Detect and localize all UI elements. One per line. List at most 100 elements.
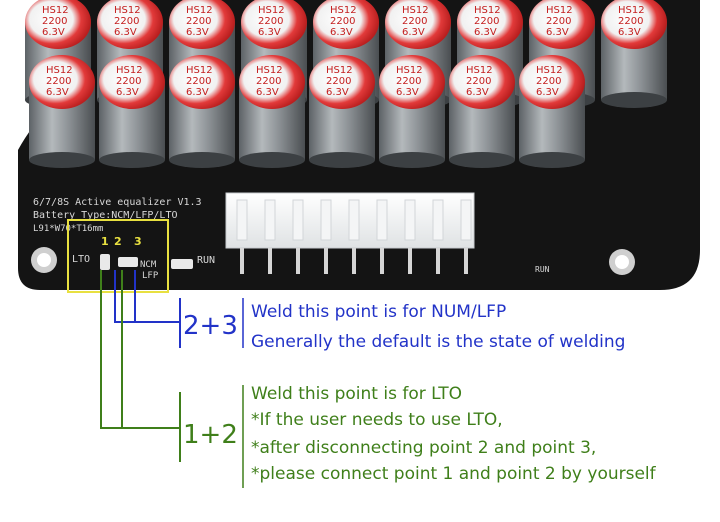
- capacitor-label-line: 6.3V: [258, 27, 281, 38]
- capacitor-label-line: 6.3V: [326, 87, 349, 98]
- capacitor-label-line: 6.3V: [466, 87, 489, 98]
- capacitor-label-line: HS12: [618, 5, 645, 16]
- capacitor-label-line: HS12: [396, 65, 423, 76]
- connector-slot: [348, 199, 360, 241]
- capacitor-label-line: HS12: [474, 5, 501, 16]
- point-number-2: 2: [114, 235, 122, 248]
- capacitor-label-line: 6.3V: [186, 27, 209, 38]
- capacitor-label-line: HS12: [536, 65, 563, 76]
- capacitor-label-line: HS12: [42, 5, 69, 16]
- connector-slot: [460, 199, 472, 241]
- capacitor-label-line: 6.3V: [618, 27, 641, 38]
- tag-2-3: 2+3: [183, 311, 238, 341]
- capacitor-label-line: 2200: [618, 16, 643, 27]
- green-line-2: *If the user needs to use LTO,: [251, 410, 503, 430]
- capacitor-label-line: 2200: [402, 16, 427, 27]
- point-number-1: 1: [101, 235, 109, 248]
- capacitor-label-line: 6.3V: [46, 87, 69, 98]
- capacitor-label-line: HS12: [186, 65, 213, 76]
- capacitor-label-line: 2200: [114, 16, 139, 27]
- connector-pin: [240, 248, 244, 274]
- connector-pin: [408, 248, 412, 274]
- capacitor-label-line: 2200: [326, 76, 351, 87]
- solder-pad-2-3: [118, 257, 138, 267]
- capacitor-row-front: HS1222006.3VHS1222006.3VHS1222006.3VHS12…: [29, 55, 585, 168]
- capacitor-label-line: 2200: [116, 76, 141, 87]
- capacitor-label-line: 2200: [46, 76, 71, 87]
- label-ncm: NCM: [140, 260, 157, 270]
- board-title: 6/7/8S Active equalizer V1.3: [33, 197, 202, 208]
- capacitor-label-line: 6.3V: [402, 27, 425, 38]
- capacitor-label-line: HS12: [258, 5, 285, 16]
- blue-leader-lines: [114, 270, 181, 348]
- capacitor-label-line: 2200: [256, 76, 281, 87]
- board-battery-type: Battery Type:NCM/LFP/LTO: [33, 210, 178, 221]
- connector-slot: [292, 199, 304, 241]
- capacitor-label-line: 2200: [546, 16, 571, 27]
- green-line-1: Weld this point is for LTO: [251, 384, 463, 404]
- green-leader-lines: [100, 270, 181, 462]
- capacitor-label-line: 6.3V: [546, 27, 569, 38]
- label-lto: LTO: [72, 254, 90, 265]
- capacitor-label-line: 2200: [258, 16, 283, 27]
- capacitor-label-line: HS12: [326, 65, 353, 76]
- capacitor-label-line: 6.3V: [42, 27, 65, 38]
- label-run: RUN: [197, 255, 215, 266]
- capacitor-label-line: 6.3V: [396, 87, 419, 98]
- capacitor-label-line: 6.3V: [186, 87, 209, 98]
- capacitor-label-line: 6.3V: [536, 87, 559, 98]
- solder-pad-1: [100, 254, 110, 270]
- capacitor-label-line: HS12: [546, 5, 573, 16]
- connector-slot: [320, 199, 332, 241]
- capacitor-label-line: 6.3V: [474, 27, 497, 38]
- capacitor-label-line: 2200: [42, 16, 67, 27]
- capacitor-label-line: 2200: [330, 16, 355, 27]
- connector-pin: [324, 248, 328, 274]
- capacitor-label-line: 2200: [186, 76, 211, 87]
- connector-slot: [376, 199, 388, 241]
- capacitor-label-line: 2200: [474, 16, 499, 27]
- capacitor-label-line: HS12: [46, 65, 73, 76]
- capacitor-label-line: HS12: [116, 65, 143, 76]
- capacitor-label-line: HS12: [466, 65, 493, 76]
- capacitor-label-line: HS12: [402, 5, 429, 16]
- green-line-3: *after disconnecting point 2 and point 3…: [251, 438, 597, 458]
- connector-pin: [268, 248, 272, 274]
- connector-pin: [296, 248, 300, 274]
- capacitor-label-line: 6.3V: [116, 87, 139, 98]
- label-lfp: LFP: [142, 271, 159, 281]
- capacitor-label-line: HS12: [114, 5, 141, 16]
- capacitor-label-line: 6.3V: [114, 27, 137, 38]
- connector-pin: [352, 248, 356, 274]
- connector-pin: [464, 248, 468, 274]
- highlight-box: [67, 219, 169, 293]
- point-number-3: 3: [134, 235, 142, 248]
- capacitor-label-line: 6.3V: [330, 27, 353, 38]
- capacitor-label-line: 2200: [536, 76, 561, 87]
- blue-line-1: Weld this point is for NUM/LFP: [251, 302, 507, 322]
- capacitor-label-line: HS12: [186, 5, 213, 16]
- run-label-right: RUN: [535, 265, 550, 274]
- capacitor-label-line: HS12: [256, 65, 283, 76]
- connector-pin: [436, 248, 440, 274]
- tag-1-2: 1+2: [183, 420, 238, 450]
- white-connector: [225, 192, 475, 274]
- connector-slot: [404, 199, 416, 241]
- capacitor-label-line: HS12: [330, 5, 357, 16]
- capacitor-label-line: 6.3V: [256, 87, 279, 98]
- connector-slot: [236, 199, 248, 241]
- capacitor-label-line: 2200: [466, 76, 491, 87]
- capacitor-label-line: 2200: [186, 16, 211, 27]
- capacitor-label-line: 2200: [396, 76, 421, 87]
- connector-pin: [380, 248, 384, 274]
